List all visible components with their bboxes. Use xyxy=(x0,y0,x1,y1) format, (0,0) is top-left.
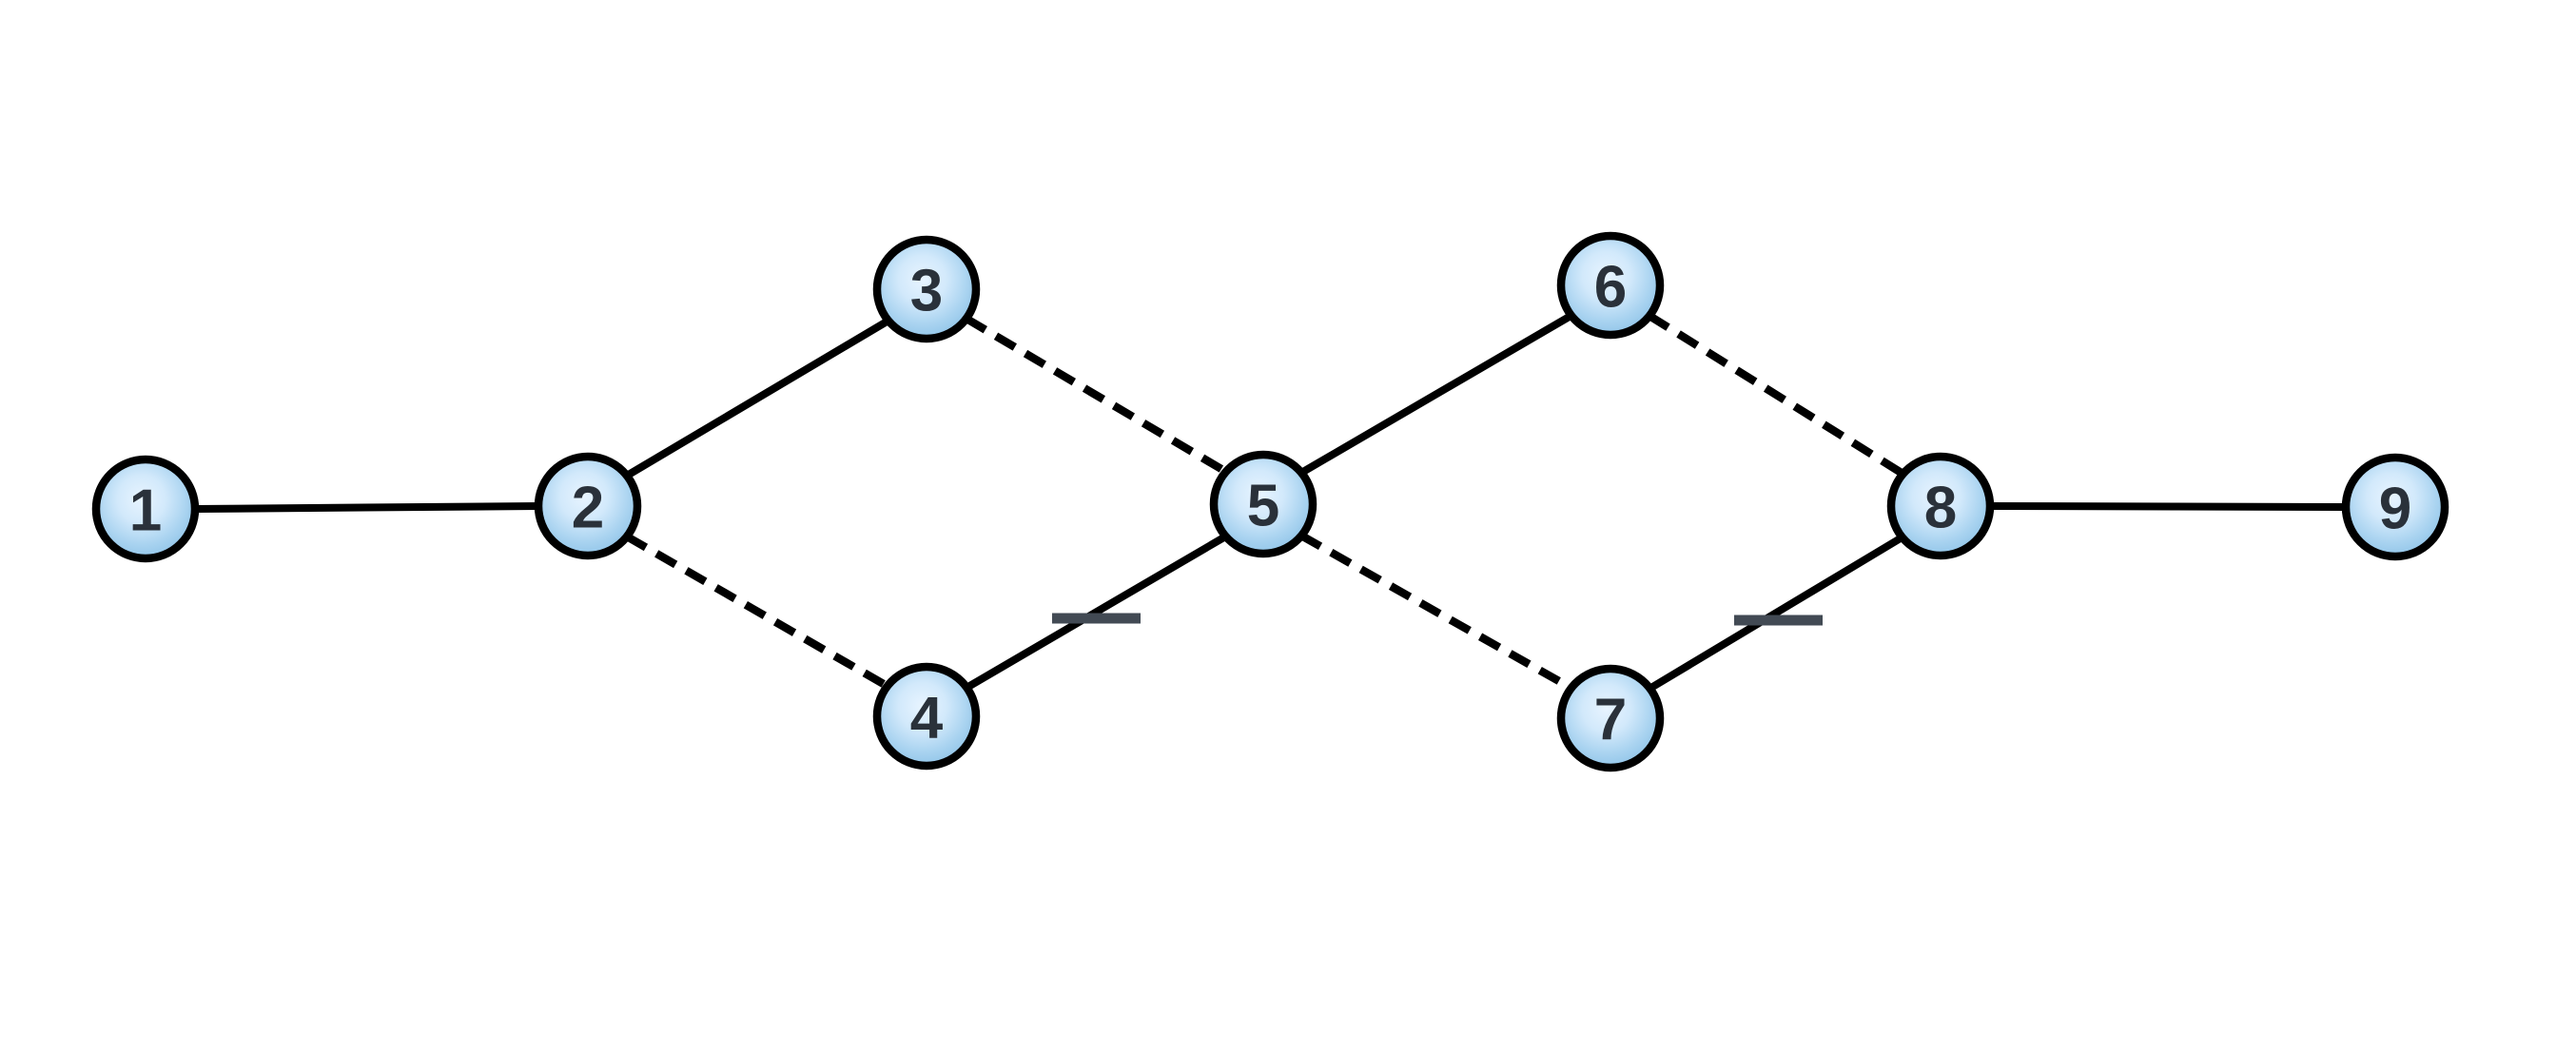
edge-layer xyxy=(194,311,2347,693)
edge-7-8[interactable] xyxy=(1647,533,1906,693)
node-2-circle[interactable] xyxy=(534,452,642,560)
node-4-circle[interactable] xyxy=(872,662,981,771)
node-6[interactable]: 6 xyxy=(1556,231,1665,340)
node-layer: 1 2 3 4 5 6 7 xyxy=(91,231,2449,772)
node-5-circle[interactable] xyxy=(1209,450,1317,558)
edge-2-3[interactable] xyxy=(624,317,891,479)
node-9[interactable]: 9 xyxy=(2341,453,2449,561)
edge-5-6[interactable] xyxy=(1298,311,1575,477)
node-3[interactable]: 3 xyxy=(872,235,981,343)
edge-3-5[interactable] xyxy=(964,315,1229,476)
node-6-label: 6 xyxy=(1594,255,1627,321)
node-3-label: 3 xyxy=(910,259,943,324)
edge-4-5[interactable] xyxy=(964,532,1230,692)
node-1-circle[interactable] xyxy=(91,455,200,563)
node-7-circle[interactable] xyxy=(1556,664,1665,772)
node-3-circle[interactable] xyxy=(872,235,981,343)
node-1[interactable]: 1 xyxy=(91,455,200,563)
node-9-circle[interactable] xyxy=(2341,453,2449,561)
node-5-label: 5 xyxy=(1247,474,1279,539)
node-7[interactable]: 7 xyxy=(1556,664,1665,772)
edge-1-2[interactable] xyxy=(194,502,539,513)
node-1-label: 1 xyxy=(129,478,162,544)
node-8-label: 8 xyxy=(1924,476,1957,541)
node-2-label: 2 xyxy=(572,476,604,541)
node-4[interactable]: 4 xyxy=(872,662,981,771)
edge-2-4[interactable] xyxy=(624,533,891,691)
node-8[interactable]: 8 xyxy=(1886,452,1995,560)
edge-8-9[interactable] xyxy=(1989,502,2347,511)
edge-6-8[interactable] xyxy=(1647,312,1907,478)
node-8-circle[interactable] xyxy=(1886,452,1995,560)
tick-layer xyxy=(1052,613,1823,626)
node-6-circle[interactable] xyxy=(1556,231,1665,340)
node-9-label: 9 xyxy=(2379,477,2411,542)
node-2[interactable]: 2 xyxy=(534,452,642,560)
node-5[interactable]: 5 xyxy=(1209,450,1317,558)
node-4-label: 4 xyxy=(910,686,944,751)
node-7-label: 7 xyxy=(1594,688,1627,753)
edge-5-7[interactable] xyxy=(1298,532,1575,693)
